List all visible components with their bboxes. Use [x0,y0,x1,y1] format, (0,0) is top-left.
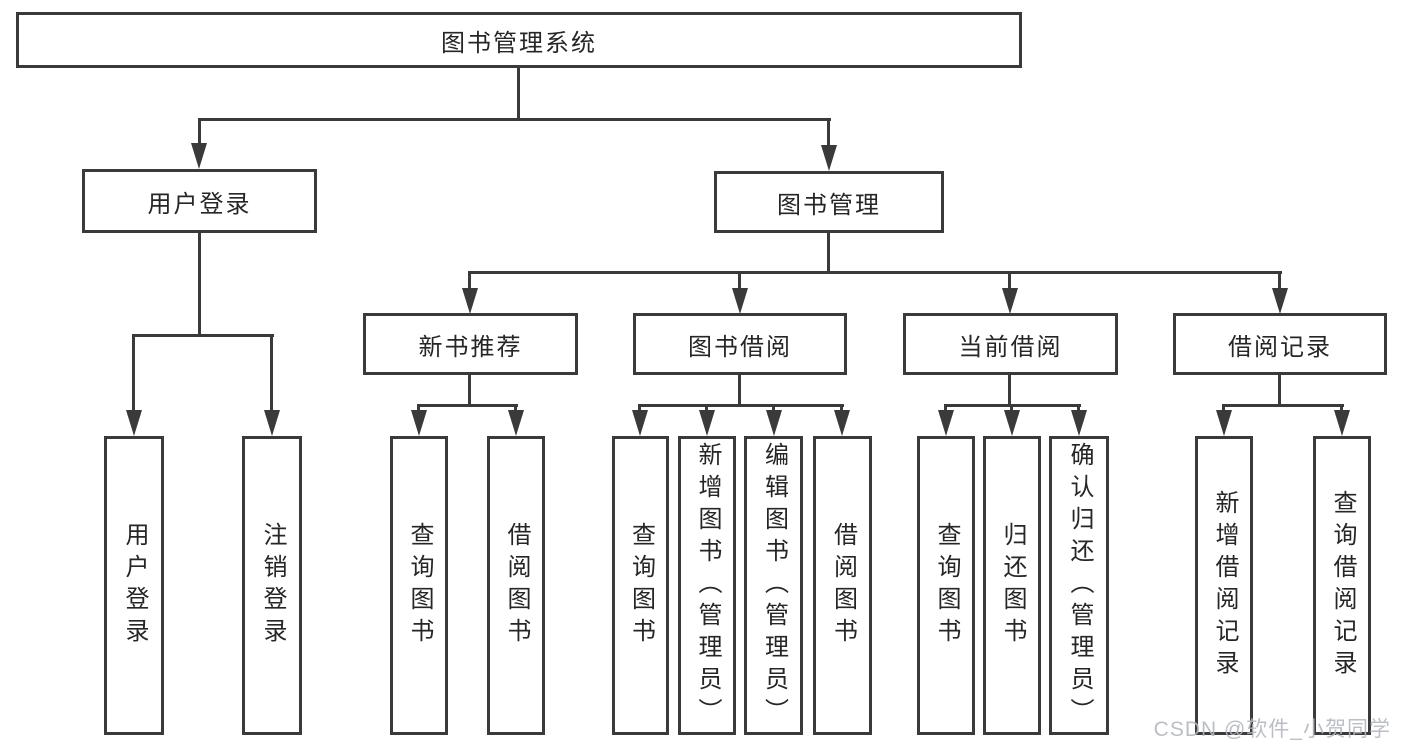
node-book-management: 图书管理 [714,171,944,233]
leaf-current-return-label: 归还图书 [999,521,1026,650]
connector-line [840,404,843,413]
arrow-down-icon [1272,288,1288,314]
leaf-bookborrow-add-admin-label: 新增图书（管理员） [694,441,721,730]
leaf-newbook-borrow-label: 借阅图书 [503,521,530,650]
node-book-management-label: 图书管理 [777,191,881,219]
connector-line [468,271,471,290]
node-book-borrow: 图书借阅 [633,313,847,375]
leaf-bookborrow-edit-admin: 编辑图书（管理员） [744,436,803,735]
connector-line [1222,404,1344,407]
csdn-watermark: CSDN @软件_小贺同学 [1153,718,1391,741]
connector-line [1278,271,1281,290]
connector-line [944,404,947,413]
leaf-user-login: 用户登录 [104,436,164,735]
connector-line [638,404,641,413]
leaf-bookborrow-borrow: 借阅图书 [813,436,872,735]
leaf-newbook-query-label: 查询图书 [406,521,433,650]
connector-line [514,404,517,413]
connector-line [270,334,273,414]
node-user-login: 用户登录 [82,169,317,233]
connector-line [417,404,420,413]
connector-line [468,271,1282,274]
arrow-down-icon [191,143,207,169]
arrow-down-icon [699,410,715,436]
arrow-down-icon [411,410,427,436]
connector-line [827,233,830,273]
leaf-current-query-label: 查询图书 [933,521,960,650]
connector-line [198,118,201,146]
connector-line [1077,404,1080,413]
arrow-down-icon [632,410,648,436]
connector-line [1010,404,1013,413]
leaf-logout-label: 注销登录 [259,521,286,650]
leaf-record-add-label: 新增借阅记录 [1211,489,1238,682]
connector-line [1222,404,1225,413]
connector-line [132,334,274,337]
node-book-borrow-label: 图书借阅 [688,333,792,361]
connector-line [417,404,518,407]
connector-line [705,404,708,413]
leaf-logout: 注销登录 [242,436,302,735]
node-borrow-record: 借阅记录 [1173,313,1387,375]
node-new-book-recommend: 新书推荐 [363,313,578,375]
leaf-newbook-borrow: 借阅图书 [487,436,545,735]
leaf-bookborrow-query-label: 查询图书 [627,521,655,650]
connector-line [738,271,741,290]
leaf-current-return: 归还图书 [983,436,1041,735]
arrow-down-icon [1004,410,1020,436]
arrow-down-icon [834,410,850,436]
arrow-down-icon [766,410,782,436]
arrow-down-icon [1216,410,1232,436]
arrow-down-icon [126,410,142,436]
node-root-label: 图书管理系统 [441,29,597,57]
connector-line [1278,375,1281,406]
arrow-down-icon [938,410,954,436]
leaf-record-add: 新增借阅记录 [1195,436,1253,735]
connector-line [1008,375,1011,406]
arrow-down-icon [1071,410,1087,436]
leaf-user-login-label: 用户登录 [121,521,148,650]
node-user-login-label: 用户登录 [147,190,252,218]
leaf-bookborrow-add-admin: 新增图书（管理员） [678,436,736,735]
connector-line [738,375,741,406]
arrow-down-icon [1002,288,1018,314]
arrow-down-icon [264,410,280,436]
connector-line [638,404,844,407]
arrow-down-icon [732,288,748,314]
arrow-down-icon [508,410,524,436]
node-current-borrow: 当前借阅 [903,313,1118,375]
connector-line [772,404,775,413]
node-current-borrow-label: 当前借阅 [958,333,1063,361]
arrow-down-icon [1334,410,1350,436]
leaf-current-confirm-return-admin: 确认归还（管理员） [1049,436,1109,735]
leaf-bookborrow-borrow-label: 借阅图书 [829,521,857,650]
leaf-bookborrow-edit-admin-label: 编辑图书（管理员） [760,441,788,730]
leaf-newbook-query: 查询图书 [390,436,448,735]
leaf-current-confirm-return-admin-label: 确认归还（管理员） [1066,441,1093,730]
leaf-current-query: 查询图书 [917,436,975,735]
connector-line [468,375,471,406]
leaf-bookborrow-query: 查询图书 [612,436,669,735]
leaf-record-query: 查询借阅记录 [1313,436,1371,735]
connector-line [1008,271,1011,290]
connector-line [827,118,830,148]
connector-line [517,68,520,120]
connector-line [198,233,201,336]
connector-line [132,334,135,414]
node-new-book-recommend-label: 新书推荐 [418,333,523,361]
node-borrow-record-label: 借阅记录 [1228,333,1332,361]
arrow-down-icon [462,288,478,314]
arrow-down-icon [821,145,837,171]
leaf-record-query-label: 查询借阅记录 [1329,489,1356,682]
node-root: 图书管理系统 [16,12,1022,68]
connector-line [198,118,831,121]
connector-line [1340,404,1343,413]
